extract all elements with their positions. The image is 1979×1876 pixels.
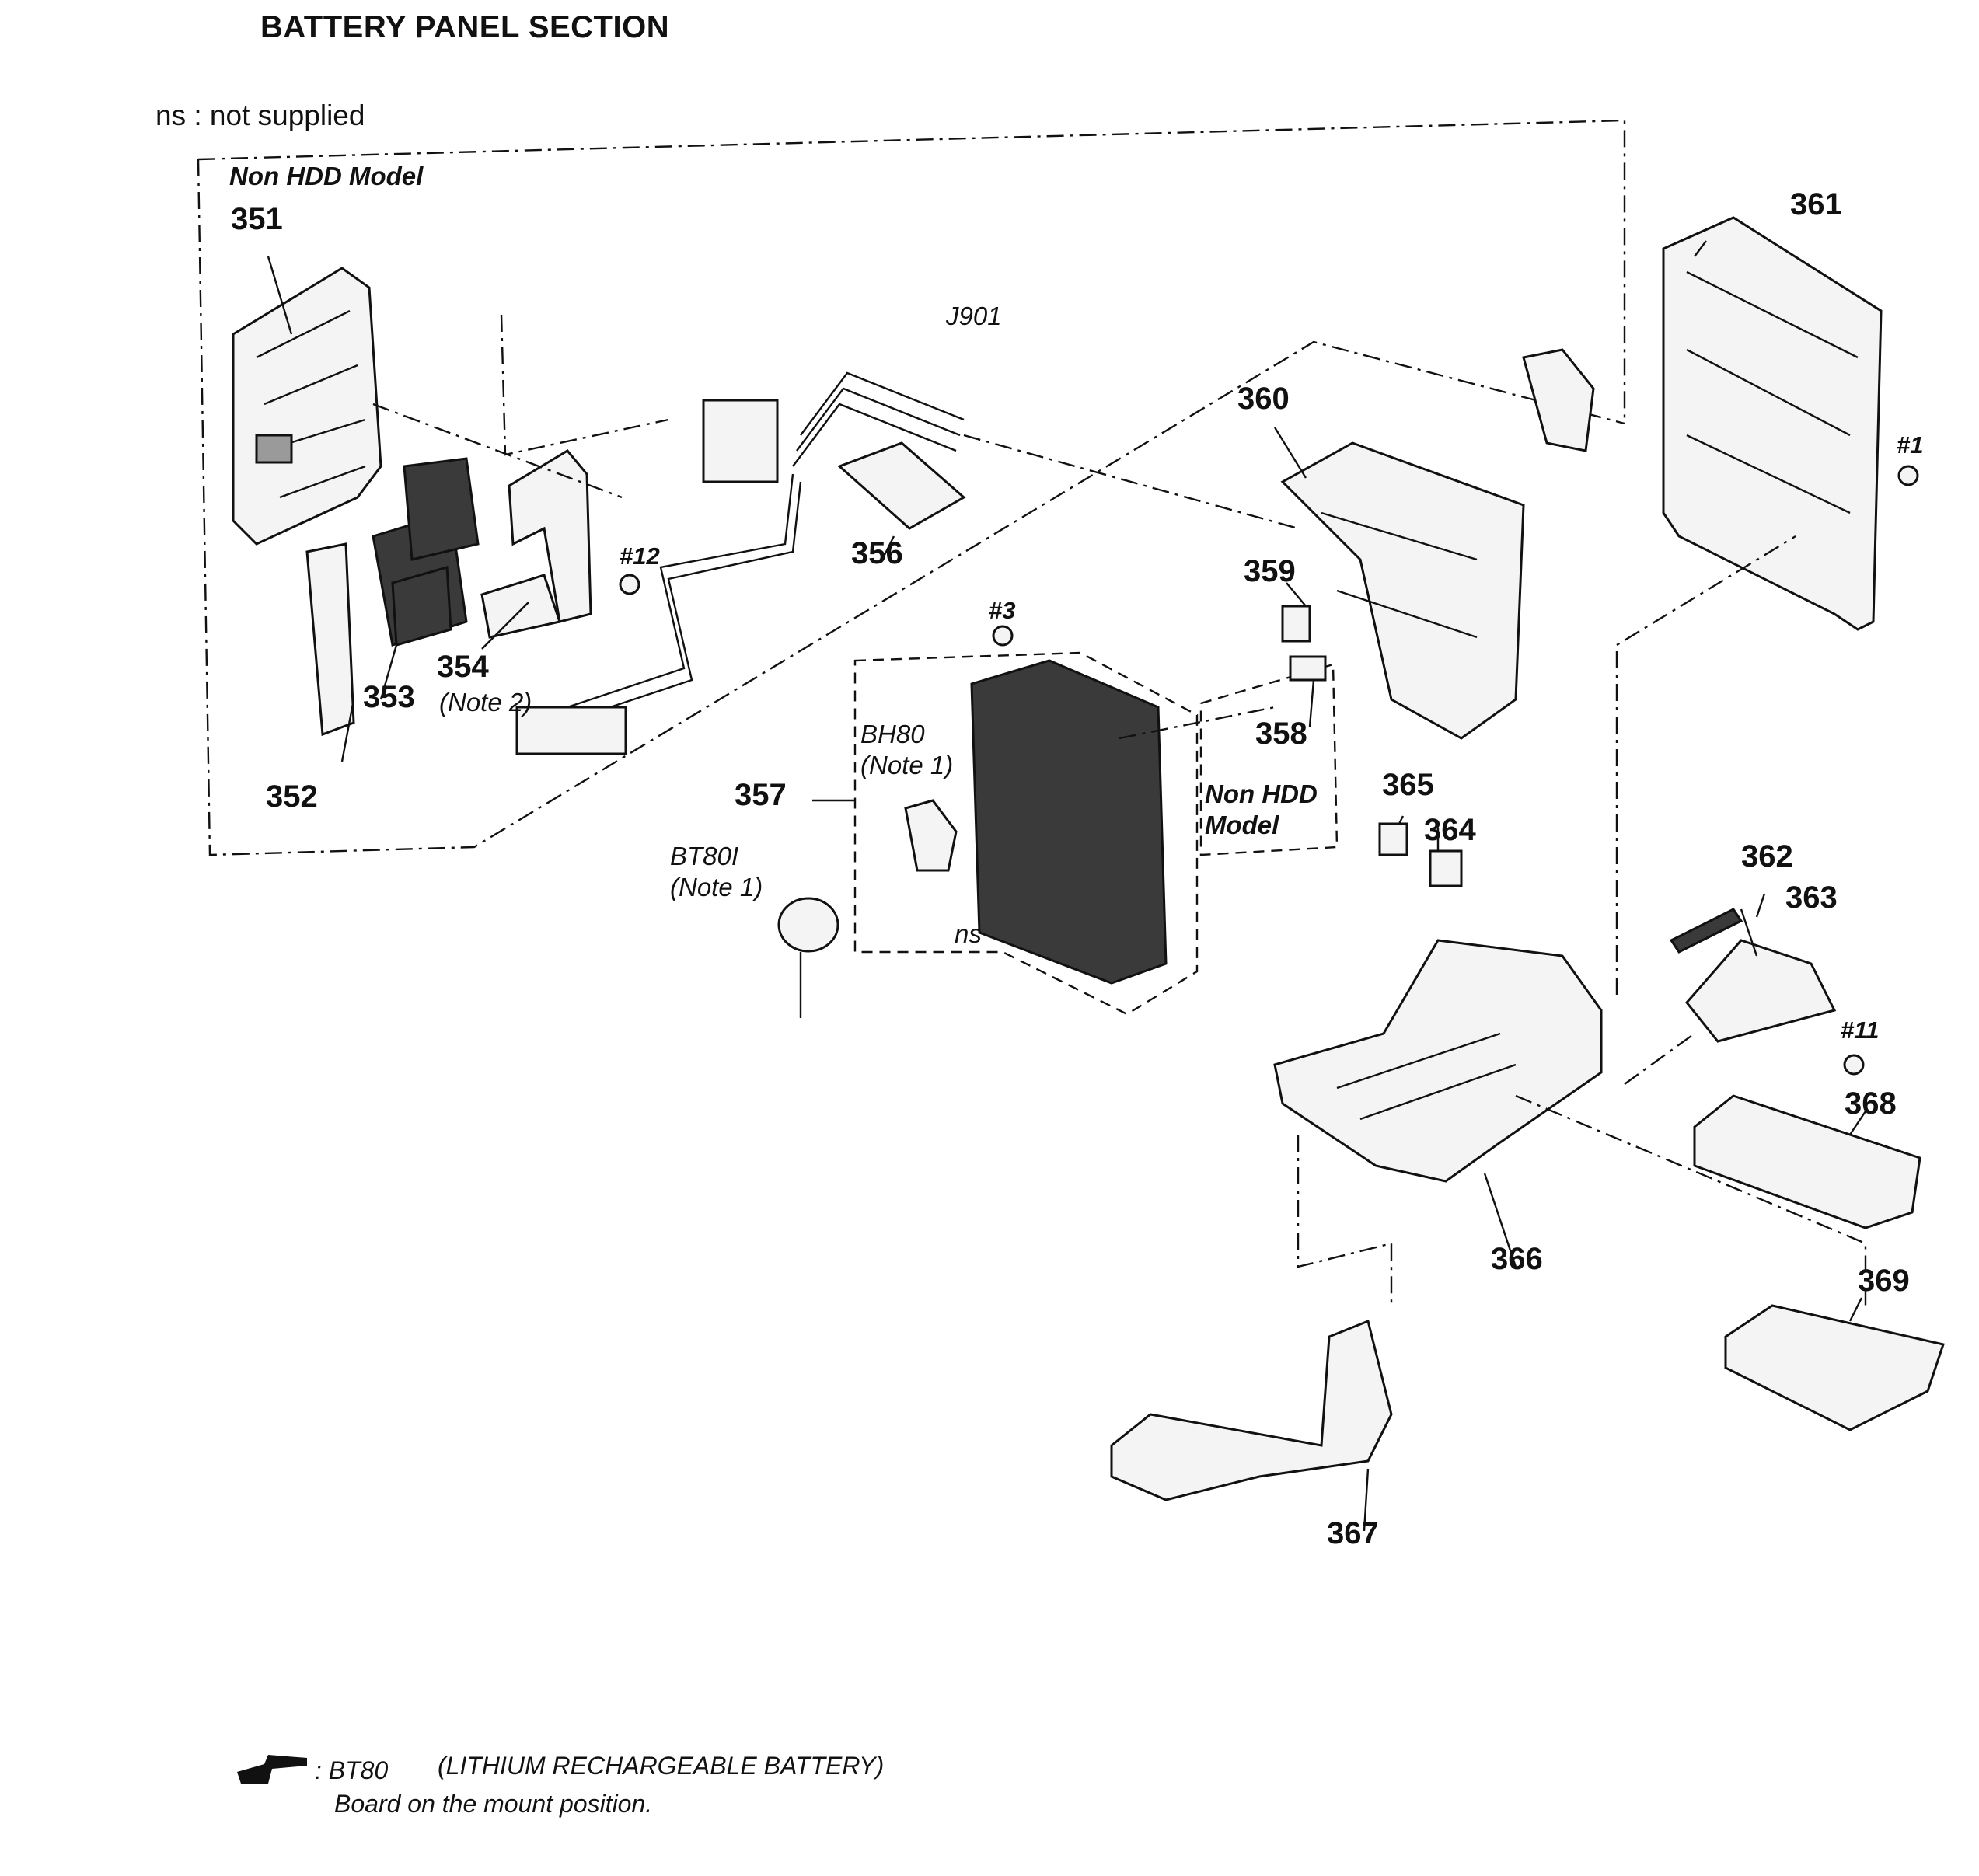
connector-above-360 [1522, 348, 1595, 452]
leader-lines [267, 240, 1866, 1532]
part-356-tape [837, 441, 966, 530]
part-label-360: 360 [1237, 382, 1290, 416]
part-bh80-holder [904, 799, 958, 872]
screw-11-icon [1843, 1054, 1865, 1076]
part-368-assembly [1693, 1094, 1921, 1229]
part-365-block [1378, 822, 1408, 856]
section-title: BATTERY PANEL SECTION [260, 10, 670, 44]
part-357-board [970, 659, 1168, 985]
part-label-364: 364 [1424, 813, 1476, 847]
part-label-361: 361 [1790, 187, 1842, 221]
screw-3-icon [992, 625, 1014, 647]
part-369-cover [1724, 1304, 1945, 1431]
part-bt80-battery [777, 897, 839, 953]
group-label-non-hdd-right-1: Non HDD [1205, 779, 1318, 808]
ref-label-ns: ns [955, 919, 982, 948]
screw-12-icon [619, 574, 640, 595]
part-366-chassis [1273, 939, 1603, 1183]
part-label-357: 357 [735, 778, 787, 812]
part-352-flex [305, 542, 355, 737]
part-359-block [1281, 605, 1311, 643]
screw-label-11: #11 [1841, 1016, 1880, 1044]
part-360-plate [1280, 441, 1525, 740]
part-label-353: 353 [363, 680, 415, 714]
non-hdd-model-small-boundary [1199, 663, 1339, 856]
part-label-359: 359 [1244, 554, 1296, 588]
ref-label-bh80-note: (Note 1) [860, 751, 954, 779]
part-label-356: 356 [851, 536, 903, 570]
screw-label-3: #3 [989, 597, 1016, 624]
part-367-bracket [1110, 1319, 1393, 1501]
footer-note: Board on the mount position. [334, 1790, 653, 1818]
part-label-358: 358 [1255, 717, 1307, 751]
legend-not-supplied: ns : not supplied [155, 99, 365, 131]
part-label-369: 369 [1858, 1264, 1910, 1298]
part-354-bracket [480, 449, 592, 639]
part-364-block [1429, 849, 1463, 887]
part-label-354: 354 [437, 650, 489, 684]
ref-label-bh80: BH80 [860, 720, 925, 748]
part-j901-harness [515, 371, 965, 755]
non-hdd-model-boundary [197, 119, 1626, 856]
part-label-362: 362 [1741, 839, 1793, 873]
part-label-365: 365 [1382, 768, 1434, 802]
part-358-block [1289, 655, 1327, 682]
screw-1-icon [1897, 465, 1919, 486]
part-353-connector [372, 457, 480, 647]
board-357-boundary [853, 651, 1199, 1016]
part-351-frame [232, 267, 382, 546]
footer-description: (LITHIUM RECHARGEABLE BATTERY) [438, 1752, 885, 1780]
footer-ref: : BT80 [315, 1756, 389, 1784]
group-label-non-hdd-right-2: Model [1205, 811, 1279, 839]
battery-pointer-icon [237, 1755, 307, 1784]
part-361-cover [1662, 216, 1883, 631]
part-label-367: 367 [1327, 1516, 1379, 1550]
group-label-non-hdd-model: Non HDD Model [229, 162, 424, 190]
ref-label-bt80: BT80I [670, 842, 739, 870]
ref-label-bt80-note: (Note 1) [670, 873, 763, 901]
part-label-352: 352 [266, 779, 318, 814]
screw-label-1: #1 [1897, 431, 1924, 459]
part-label-363: 363 [1785, 880, 1838, 915]
ref-label-j901: J901 [946, 302, 1002, 330]
screw-label-12: #12 [620, 542, 660, 570]
part-label-366: 366 [1491, 1242, 1543, 1276]
part-362-spring [1669, 908, 1743, 954]
ref-label-354-note: (Note 2) [439, 688, 532, 717]
part-label-351: 351 [231, 202, 283, 236]
part-363-lever [1685, 939, 1837, 1043]
part-label-368: 368 [1845, 1086, 1897, 1121]
alignment-lines [372, 314, 1867, 1306]
